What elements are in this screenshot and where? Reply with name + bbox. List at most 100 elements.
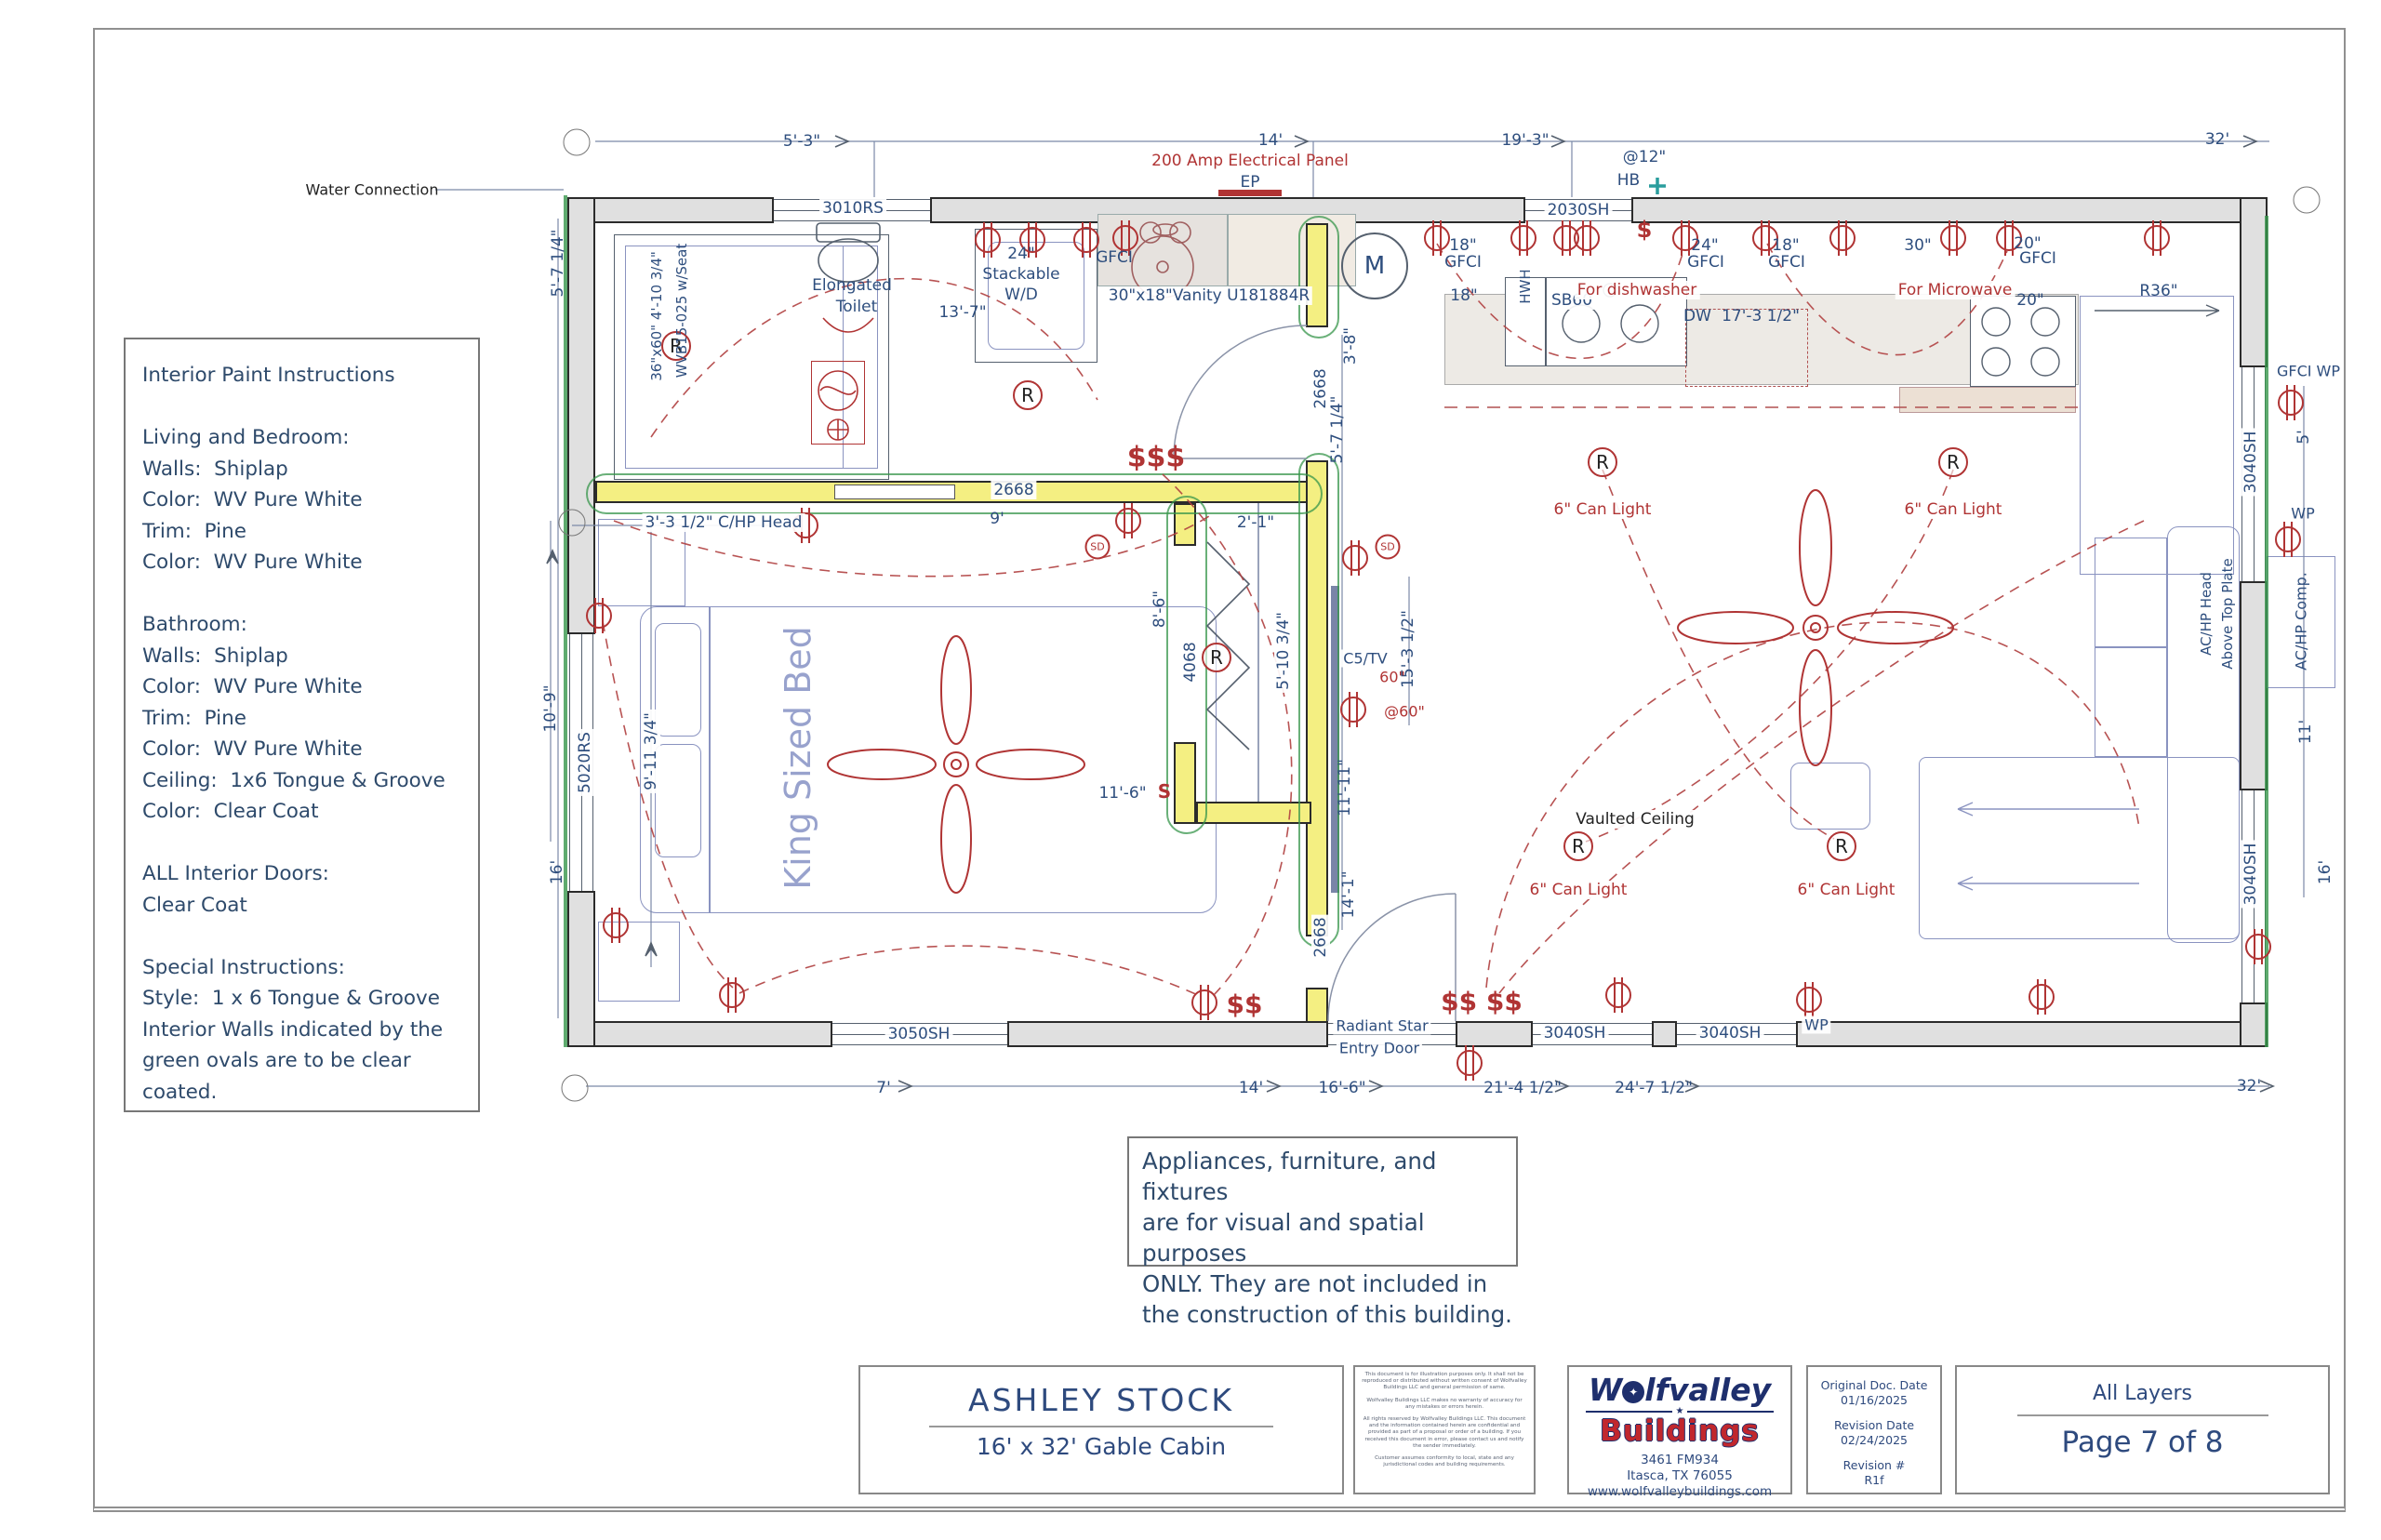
paint-instructions-line: Ceiling: 1x6 Tongue & Groove xyxy=(142,768,446,792)
plan-label: Toilet xyxy=(835,298,878,316)
plan-label: Elongated xyxy=(812,276,892,295)
plan-label: DW xyxy=(1683,307,1711,325)
recessed-light-symbol: R xyxy=(1013,380,1043,410)
plan-label: 18" xyxy=(1772,236,1800,255)
star-icon: ★ xyxy=(1675,1406,1684,1416)
orig-date: 01/16/2025 xyxy=(1840,1393,1909,1407)
divider xyxy=(929,1426,1273,1427)
plan-label: 3040SH xyxy=(2241,428,2260,497)
plan-label: 18" xyxy=(1449,236,1477,255)
plan-label: 5'-10 3/4" xyxy=(1274,609,1293,693)
wall-top xyxy=(567,197,774,223)
washing-machine-icon xyxy=(1341,232,1408,299)
plan-label: GFCI xyxy=(1096,248,1133,267)
plan-label: 5020RS xyxy=(576,729,594,796)
sofa-chaise xyxy=(1919,757,2240,939)
plan-label: 6" Can Light xyxy=(1794,881,1898,899)
paint-instructions-line: Color: Clear Coat xyxy=(142,800,319,823)
sofa-back xyxy=(2167,526,2240,943)
plan-label: 20" xyxy=(2016,291,2044,310)
outlet-symbol xyxy=(1191,985,1217,1020)
plan-label: @60" xyxy=(1384,702,1425,721)
plan-label: WP xyxy=(2291,504,2315,523)
plan-label: S xyxy=(1157,780,1172,803)
plan-label: 11' xyxy=(2296,719,2315,745)
plan-label: 30"x18"Vanity U181884R xyxy=(1105,286,1313,305)
outlet-symbol xyxy=(1340,692,1366,727)
paint-instructions-line: Color: WV Pure White xyxy=(142,551,363,574)
plan-label: $$$ xyxy=(1126,441,1186,474)
plan-label: AC/HP Comp. xyxy=(2292,572,2310,670)
smoke-detector-symbol: SD xyxy=(1084,534,1111,560)
plan-label: 3050SH xyxy=(885,1025,953,1043)
plan-label: 6" Can Light xyxy=(1526,881,1630,899)
plan-label: 17'-3 1/2" xyxy=(1722,307,1800,325)
orig-date-label: Original Doc. Date xyxy=(1820,1378,1928,1392)
green-oval xyxy=(1298,453,1339,948)
plan-label: 14' xyxy=(1257,131,1284,150)
outlet-symbol xyxy=(1996,220,2022,256)
paint-instructions-line: Interior Paint Instructions xyxy=(142,364,395,387)
closet-wall xyxy=(1196,802,1311,824)
outlet-symbol xyxy=(1112,220,1138,256)
plan-label: 24'-7 1/2" xyxy=(1615,1079,1693,1097)
wall-right xyxy=(2240,1002,2268,1047)
rev-num: R1f xyxy=(1864,1473,1884,1487)
paint-instructions-line: Living and Bedroom: xyxy=(142,426,350,449)
plan-label: GFCI xyxy=(1768,253,1805,272)
layers-label: All Layers xyxy=(2092,1382,2193,1405)
plan-label: 16' xyxy=(2316,859,2334,885)
plan-label: 8'-6" xyxy=(1151,590,1169,629)
plan-label: W/D xyxy=(1004,285,1038,304)
plan-label: 5'-7 1/4" xyxy=(549,229,567,298)
paint-instructions-line: Style: 1 x 6 Tongue & Groove xyxy=(142,987,440,1010)
plan-label: 5'-7 1/4" xyxy=(1328,395,1347,464)
company-logo-2: Buildings xyxy=(1600,1414,1760,1448)
rev-date-label: Revision Date xyxy=(1833,1418,1915,1432)
plan-label: 3'-3 1/2" C/HP Head xyxy=(642,513,805,532)
wall-bottom xyxy=(1007,1021,1328,1047)
green-oval xyxy=(586,473,1323,514)
plan-label: HWH xyxy=(1517,269,1534,304)
plan-label: 18" xyxy=(1450,286,1478,305)
wall-right xyxy=(2240,197,2268,367)
building-model: 16' x 32' Gable Cabin xyxy=(976,1433,1227,1460)
plan-label: 2668 xyxy=(991,481,1037,499)
outlet-symbol xyxy=(1073,222,1099,258)
outlet-symbol xyxy=(1752,220,1778,256)
plan-label: Radiant Star xyxy=(1333,1016,1431,1035)
outlet-symbol xyxy=(1457,1045,1483,1081)
paint-instructions-line: coated. xyxy=(142,1080,218,1104)
outlet-symbol xyxy=(2245,929,2271,964)
paint-instructions-line: Interior Walls indicated by the xyxy=(142,1017,444,1042)
plan-label: 11'-6" xyxy=(1098,784,1147,803)
page-number: Page 7 of 8 xyxy=(2061,1425,2224,1459)
title-block-company: W✦lfvalley ★ Buildings 3461 FM934 Itasca… xyxy=(1567,1365,1792,1499)
paint-instructions-line xyxy=(142,578,478,610)
plan-label: 14' xyxy=(1238,1079,1264,1097)
paint-instructions-line: Color: WV Pure White xyxy=(142,737,363,761)
plan-label: WP xyxy=(1802,1016,1831,1034)
plan-label: 20" xyxy=(2014,234,2042,253)
outlet-symbol xyxy=(2144,220,2170,256)
plan-label: Vaulted Ceiling xyxy=(1573,810,1697,829)
recessed-light-symbol: R xyxy=(1938,447,1968,477)
plan-label: 16'-6" xyxy=(1318,1079,1366,1097)
outlet-symbol xyxy=(1510,220,1536,256)
plan-label: For dishwasher xyxy=(1574,281,1700,299)
outlet-symbol xyxy=(1574,220,1600,256)
plan-label: 5'-3" xyxy=(782,132,821,151)
plan-label: 36"x60" 4'-10 3/4" xyxy=(648,251,665,381)
plan-label: M xyxy=(1363,252,1386,280)
plan-label: 11'-11" xyxy=(1336,759,1354,816)
outlet-symbol xyxy=(1672,220,1698,256)
outlet-symbol xyxy=(1115,503,1141,538)
plan-label: Stackable xyxy=(982,265,1060,284)
paint-instructions-box: Interior Paint Instructions Living and B… xyxy=(124,338,480,1112)
plan-label: WVB15-025 w/Seat xyxy=(673,243,690,378)
green-wall-strip xyxy=(2265,216,2268,1047)
king-bed xyxy=(640,606,1217,913)
paint-instructions-line: Clear Coat xyxy=(142,893,247,917)
plan-label: 60" xyxy=(1379,668,1405,686)
